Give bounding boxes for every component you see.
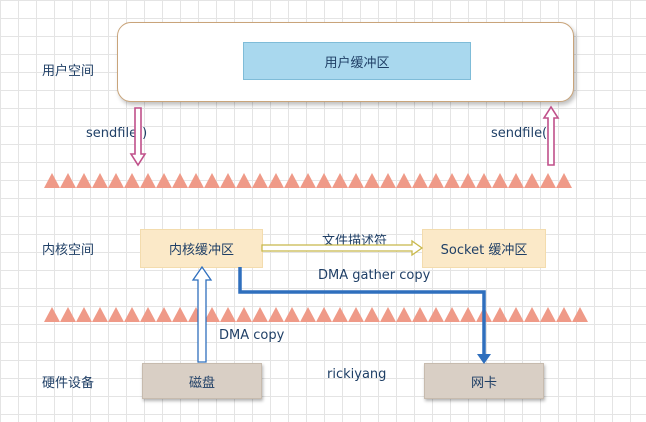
dma-gather-arrowhead [477,354,491,364]
kernel-space-label: 内核空间 [42,243,95,258]
boundary-triangle [492,307,508,322]
sendfile-down-arrow [129,107,147,167]
boundary-triangles-top [44,173,572,188]
boundary-triangle [284,173,300,188]
boundary-triangle [332,307,348,322]
boundary-triangle [444,307,460,322]
boundary-triangle [76,173,92,188]
boundary-triangle [92,173,108,188]
boundary-triangle [108,173,124,188]
boundary-triangle [76,307,92,322]
boundary-triangle [572,307,588,322]
boundary-triangle [236,173,252,188]
boundary-triangle [220,173,236,188]
boundary-triangle [252,173,268,188]
boundary-triangle [364,307,380,322]
boundary-triangle [380,173,396,188]
dma-gather-path [238,267,486,355]
dma-copy-label: DMA copy [219,328,285,343]
boundary-triangle [412,173,428,188]
boundary-triangle [156,307,172,322]
socket-buffer-box: Socket 缓冲区 [422,229,546,268]
boundary-triangle [540,307,556,322]
boundary-triangle [284,307,300,322]
boundary-triangle [460,173,476,188]
boundary-triangle [428,307,444,322]
boundary-triangle [60,173,76,188]
boundary-triangle [524,307,540,322]
boundary-triangle [236,307,252,322]
boundary-triangle [156,173,172,188]
boundary-triangle [476,173,492,188]
boundary-triangle [396,173,412,188]
boundary-triangle [172,173,188,188]
boundary-triangle [204,307,220,322]
dma-copy-arrow [191,265,213,363]
boundary-triangle [300,173,316,188]
boundary-triangle [444,173,460,188]
boundary-triangle [460,307,476,322]
user-space-label: 用户空间 [42,64,95,79]
boundary-triangle [540,173,556,188]
boundary-triangle [140,307,156,322]
boundary-triangle [380,307,396,322]
boundary-triangle [524,173,540,188]
boundary-triangle [188,173,204,188]
sendfile-left-label: sendfile() [86,126,148,141]
sendfile-up-arrow [542,105,560,166]
boundary-triangle [348,307,364,322]
boundary-triangle [44,173,60,188]
file-descriptor-arrow [261,239,424,257]
boundary-triangle [556,173,572,188]
boundary-triangle [220,307,236,322]
boundary-triangle [492,173,508,188]
sendfile-right-label: sendfile() [491,126,553,141]
boundary-triangle [204,173,220,188]
boundary-triangle [252,307,268,322]
boundary-triangle [60,307,76,322]
boundary-triangle [412,307,428,322]
boundary-triangle [140,173,156,188]
kernel-buffer-box: 内核缓冲区 [140,229,263,268]
boundary-triangle [316,307,332,322]
boundary-triangle [108,307,124,322]
boundary-triangle [300,307,316,322]
dma-gather-copy-label: DMA gather copy [318,268,431,283]
watermark-text: rickiyang [327,367,387,382]
boundary-triangle [172,307,188,322]
user-buffer-box: 用户缓冲区 [243,42,471,80]
boundary-triangle [348,173,364,188]
boundary-triangle [428,173,444,188]
boundary-triangle [508,173,524,188]
boundary-triangle [124,307,140,322]
disk-box: 磁盘 [142,363,262,399]
boundary-triangle [124,173,140,188]
boundary-triangle [364,173,380,188]
boundary-triangle [556,307,572,322]
boundary-triangle [316,173,332,188]
boundary-triangle [396,307,412,322]
hardware-label: 硬件设备 [42,376,95,391]
boundary-triangle [508,307,524,322]
boundary-triangle [332,173,348,188]
boundary-triangle [44,307,60,322]
boundary-triangles-bottom [44,307,588,322]
boundary-triangle [92,307,108,322]
boundary-triangle [268,173,284,188]
boundary-triangle [268,307,284,322]
